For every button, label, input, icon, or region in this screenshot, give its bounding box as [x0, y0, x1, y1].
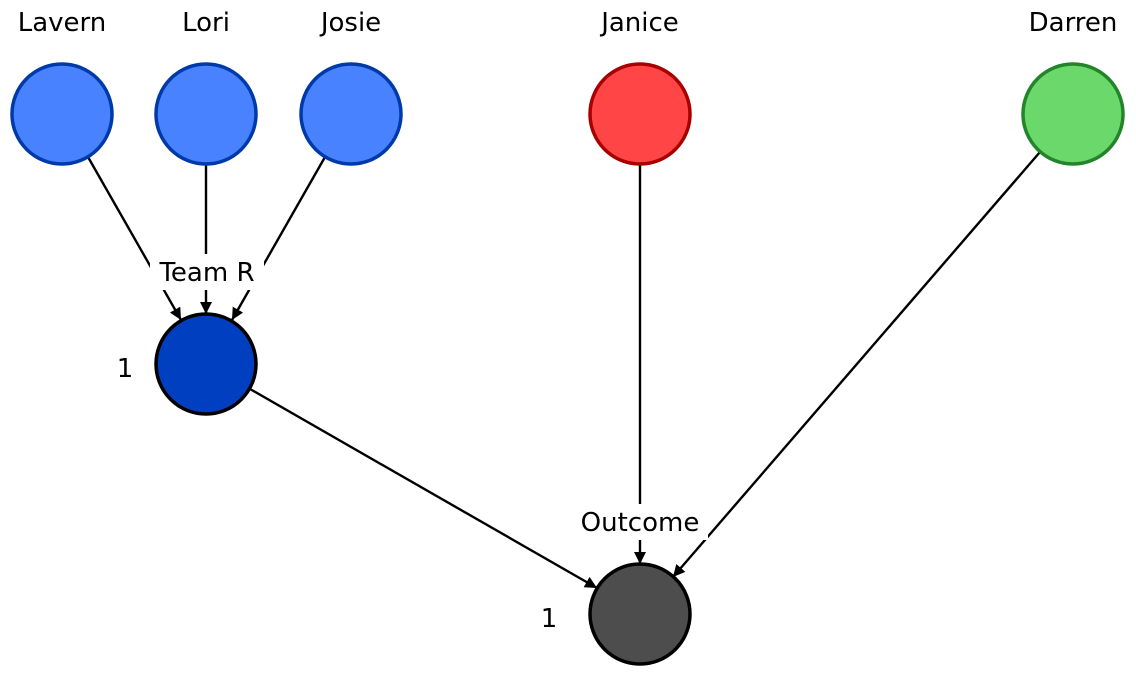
node-lavern-circle	[10, 62, 114, 166]
node-outcome-circle	[588, 562, 692, 666]
edge-darren-outcome	[672, 151, 1041, 578]
node-team-r-value: 1	[117, 354, 134, 384]
node-janice-label: Janice	[599, 8, 679, 38]
node-darren-label: Darren	[1029, 8, 1118, 38]
node-darren-circle	[1021, 62, 1125, 166]
node-lori-label: Lori	[182, 8, 230, 38]
outcome-label-bg	[572, 504, 708, 540]
edges	[86, 151, 1041, 590]
edge-josie-team-r	[230, 156, 327, 321]
team-r-label-bg	[150, 254, 264, 290]
node-outcome: Outcome 1	[541, 508, 700, 666]
node-team-r-circle	[154, 312, 258, 416]
node-josie-label: Josie	[319, 8, 381, 38]
node-outcome-value: 1	[541, 604, 558, 634]
node-lavern-label: Lavern	[18, 8, 107, 38]
node-josie: Josie	[299, 8, 403, 166]
node-lori: Lori	[154, 8, 258, 166]
node-team-r-label: Team R	[158, 258, 254, 288]
node-darren: Darren	[1021, 8, 1125, 166]
node-janice: Janice	[588, 8, 692, 166]
edge-team-r-outcome	[249, 387, 598, 590]
node-outcome-label: Outcome	[581, 508, 700, 538]
node-josie-circle	[299, 62, 403, 166]
node-lori-circle	[154, 62, 258, 166]
edge-lavern-team-r	[86, 156, 183, 321]
node-team-r: Team R 1	[117, 258, 258, 416]
node-lavern: Lavern	[10, 8, 114, 166]
node-janice-circle	[588, 62, 692, 166]
